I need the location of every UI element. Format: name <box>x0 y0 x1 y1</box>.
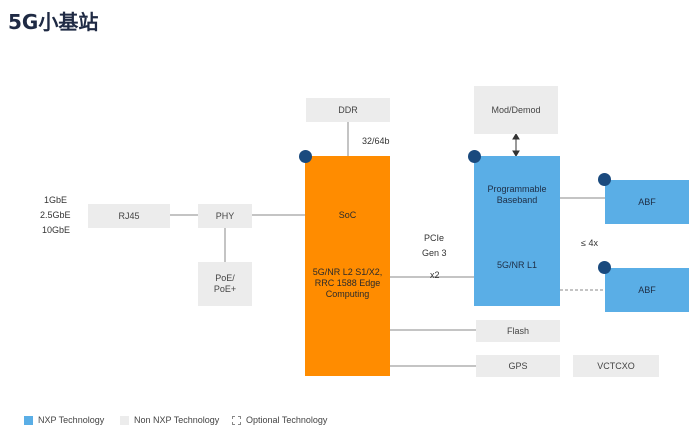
eth-label-10gbe: 10GbE <box>42 225 71 235</box>
nxp-marker-dot-soc <box>299 150 312 163</box>
mod-demod-box: Mod/Demod <box>474 86 558 134</box>
phy-box: PHY <box>198 204 252 228</box>
rj45-box: RJ45 <box>88 204 170 228</box>
legend-nxp: NXP Technology <box>24 415 104 425</box>
soc-box: SoC 5G/NR L2 S1/X2, RRC 1588 Edge Comput… <box>305 156 390 376</box>
nxp-marker-dot-baseband <box>468 150 481 163</box>
legend-optional: Optional Technology <box>232 415 327 425</box>
pcie-gen-label: Gen 3 <box>422 248 447 258</box>
legend-non-nxp-swatch <box>120 415 129 425</box>
pcie-label: PCIe <box>424 233 445 243</box>
eth-label-1gbe: 1GbE <box>44 195 68 205</box>
soc-description: 5G/NR L2 S1/X2, RRC 1588 Edge Computing <box>312 267 383 299</box>
legend-optional-swatch <box>232 415 241 425</box>
gps-box: GPS <box>476 355 560 377</box>
programmable-baseband-box: Programmable Baseband 5G/NR L1 <box>474 156 560 306</box>
nxp-marker-dot-abf-2 <box>598 261 611 274</box>
ddr-box: DDR <box>306 98 390 122</box>
vctcxo-box: VCTCXO <box>573 355 659 377</box>
baseband-title: Programmable Baseband <box>487 184 547 205</box>
abf-box-2: ABF <box>605 268 689 312</box>
baseband-l1-label: 5G/NR L1 <box>496 260 538 270</box>
eth-label-2-5gbe: 2.5GbE <box>40 210 71 220</box>
abf-box-1: ABF <box>605 180 689 224</box>
page-title: 5G小基站 <box>8 10 99 34</box>
legend-nxp-swatch <box>24 415 33 425</box>
bus-width-label: 32/64b <box>362 136 390 146</box>
soc-title: SoC <box>338 210 357 220</box>
abf-count-label: ≤ 4x <box>581 238 598 248</box>
poe-box: PoE/ PoE+ <box>198 262 252 306</box>
nxp-marker-dot-abf-1 <box>598 173 611 186</box>
flash-box: Flash <box>476 320 560 342</box>
legend-non-nxp: Non NXP Technology <box>120 415 219 425</box>
lane-count-label: x2 <box>430 270 440 280</box>
